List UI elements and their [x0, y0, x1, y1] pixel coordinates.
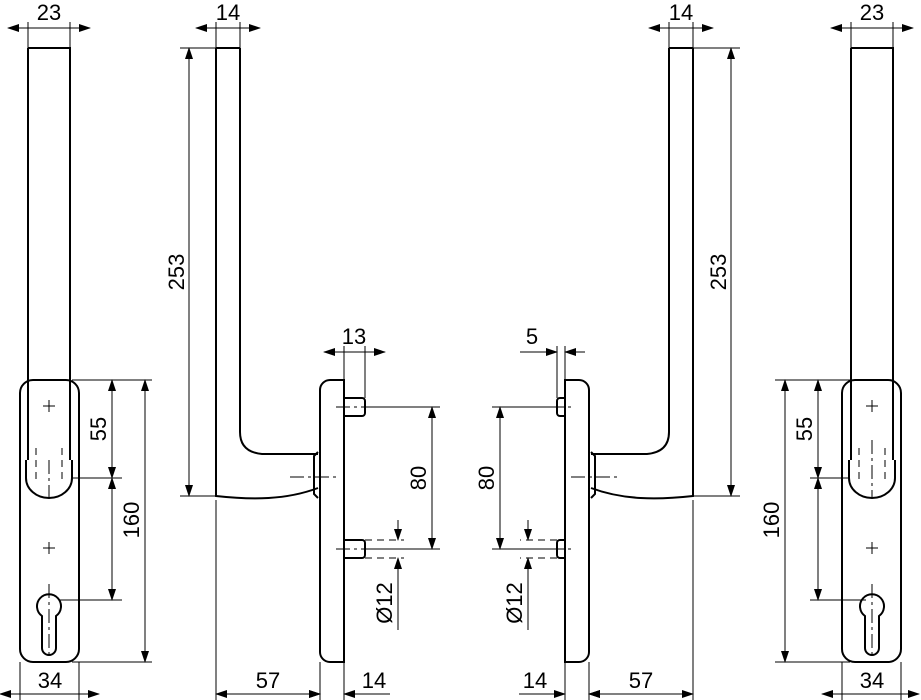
dim-plate-thickness: 14 — [523, 668, 547, 693]
handle-bar — [850, 47, 894, 460]
dim-plate-thickness: 14 — [362, 668, 386, 693]
right-front-view: 23 34 55 160 — [759, 0, 920, 700]
dim-screw-diameter: Ø12 — [502, 582, 527, 624]
backplate — [841, 379, 902, 663]
dim-handle-length: 253 — [706, 254, 731, 291]
backplate — [19, 379, 80, 663]
dim-projection: 57 — [629, 668, 653, 693]
dim-top-width: 23 — [37, 0, 61, 25]
dim-projection: 57 — [256, 668, 280, 693]
dim-handle-thickness: 14 — [216, 0, 240, 25]
dim-pitch-large: 160 — [119, 502, 144, 539]
right-side-view: 14 253 5 80 Ø12 14 57 — [474, 0, 740, 700]
dim-pitch-large: 160 — [759, 502, 784, 539]
dim-screw-spacing: 80 — [474, 466, 499, 490]
handle-lever — [215, 47, 319, 500]
handle-lever — [590, 47, 694, 500]
dim-plate-width: 34 — [38, 668, 62, 693]
screw-mark — [43, 400, 55, 412]
dim-screw-diameter: Ø12 — [372, 582, 397, 624]
screw-mark — [43, 542, 55, 554]
dim-pitch-small: 55 — [86, 417, 111, 441]
dim-top-width: 23 — [860, 0, 884, 25]
left-side-view: 14 253 13 80 Ø12 57 14 — [164, 0, 440, 700]
screw-mark — [866, 542, 878, 554]
dim-plate-width: 34 — [860, 668, 884, 693]
dim-screw-spacing: 80 — [406, 466, 431, 490]
dim-spindle-offset: 5 — [526, 324, 538, 349]
left-front-view: 23 34 55 160 — [0, 0, 152, 700]
backplate-profile — [319, 379, 345, 663]
backplate-profile — [564, 379, 590, 663]
dim-pitch-small: 55 — [792, 417, 817, 441]
dim-handle-thickness: 14 — [669, 0, 693, 25]
rosette — [313, 451, 319, 499]
rosette — [590, 451, 596, 499]
handle-bar — [27, 47, 71, 460]
dim-handle-length: 253 — [164, 254, 189, 291]
screw-mark — [866, 400, 878, 412]
dim-spindle-offset: 13 — [342, 324, 366, 349]
